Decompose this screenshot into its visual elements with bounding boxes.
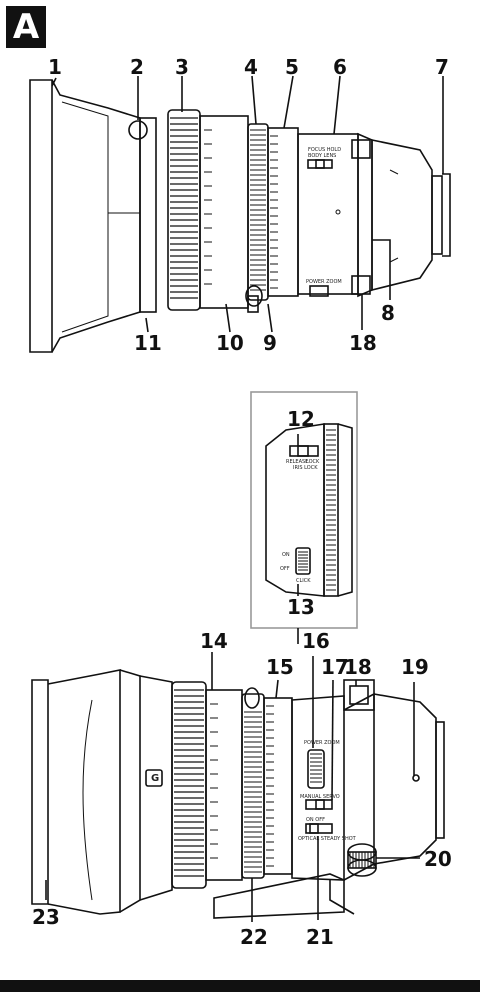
bottom-hood (31, 679, 49, 905)
callout-22: 22 (240, 925, 268, 949)
callout-11: 11 (134, 331, 162, 355)
focus-hold-label: FOCUS HOLD (308, 147, 341, 153)
bottom-lens-view: G POWER ZOOM MANUAL SERVO (31, 629, 452, 949)
bottom-rear-barrel (373, 693, 437, 865)
bottom-focus-ring (171, 681, 207, 889)
callout-14: 14 (200, 629, 228, 653)
power-zoom-label-top: POWER ZOOM (306, 279, 342, 285)
callout-18-top: 18 (349, 331, 377, 355)
bottom-zoom-lever (244, 687, 260, 709)
callout-4: 4 (244, 55, 258, 79)
on-label-inset: ON (282, 552, 290, 558)
callout-9: 9 (263, 331, 277, 355)
callout-13: 13 (287, 595, 315, 619)
bottom-mount (435, 721, 445, 839)
callout-23: 23 (32, 905, 60, 929)
top-lens-view: FOCUS HOLD BODY LENS POWER ZOOM (29, 55, 451, 355)
power-zoom-slider (307, 749, 325, 789)
callout-3: 3 (175, 55, 189, 79)
tripod-foot (213, 873, 345, 919)
iris-lock-label: IRIS LOCK (293, 465, 318, 471)
power-zoom-label-bottom: POWER ZOOM (304, 740, 340, 746)
callout-5: 5 (285, 55, 299, 79)
callout-10: 10 (216, 331, 244, 355)
g-badge-text: G (151, 773, 159, 784)
callout-21: 21 (306, 925, 334, 949)
hood-mount-ring (139, 117, 157, 313)
distance-scale-barrel (199, 115, 249, 309)
callout-7: 7 (435, 55, 449, 79)
inset-frame (250, 391, 358, 629)
section-badge: A (6, 6, 46, 48)
off-label-inset: OFF (280, 566, 290, 572)
lens-mount (431, 175, 443, 255)
inset-zoom-ring (323, 423, 339, 597)
zoom-lever (245, 285, 263, 307)
callout-2: 2 (130, 55, 144, 79)
hood-lock-circle (128, 120, 148, 140)
focus-hold-switch (307, 159, 333, 169)
iris-ring (267, 127, 299, 297)
strap-lug-bottom (351, 275, 371, 295)
inset-view: RELEASE LOCK IRIS LOCK ON OFF CLICK 12 1… (250, 391, 358, 644)
bottom-rule (0, 980, 480, 992)
callout-18-bottom: 18 (344, 655, 372, 679)
steady-shot-switch (305, 823, 333, 834)
strap-lug-top (351, 139, 371, 159)
callout-8: 8 (381, 301, 395, 325)
callout-16: 16 (302, 629, 330, 653)
body-lens-label: BODY LENS (308, 153, 336, 159)
rear-barrel (371, 139, 433, 292)
contact-dot (412, 774, 420, 782)
on-off-label: ON OFF (306, 817, 325, 823)
power-zoom-lever (309, 285, 329, 297)
callout-15: 15 (266, 655, 294, 679)
g-badge (145, 769, 163, 787)
steady-shot-label: OPTICAL STEADY SHOT (298, 836, 357, 842)
click-switch (295, 547, 311, 575)
click-label: CLICK (296, 578, 311, 584)
callout-6: 6 (333, 55, 347, 79)
manual-servo-switch (305, 799, 333, 810)
callout-19: 19 (401, 655, 429, 679)
lens-hood (29, 79, 53, 353)
callout-20: 20 (424, 847, 452, 871)
callout-17: 17 (321, 655, 349, 679)
bottom-strap-lug (343, 679, 375, 711)
release-label: RELEASE (286, 459, 308, 465)
callout-1: 1 (48, 55, 62, 79)
manual-servo-label: MANUAL SERVO (300, 794, 340, 800)
lock-label: LOCK (306, 459, 320, 465)
callout-12: 12 (287, 407, 315, 431)
